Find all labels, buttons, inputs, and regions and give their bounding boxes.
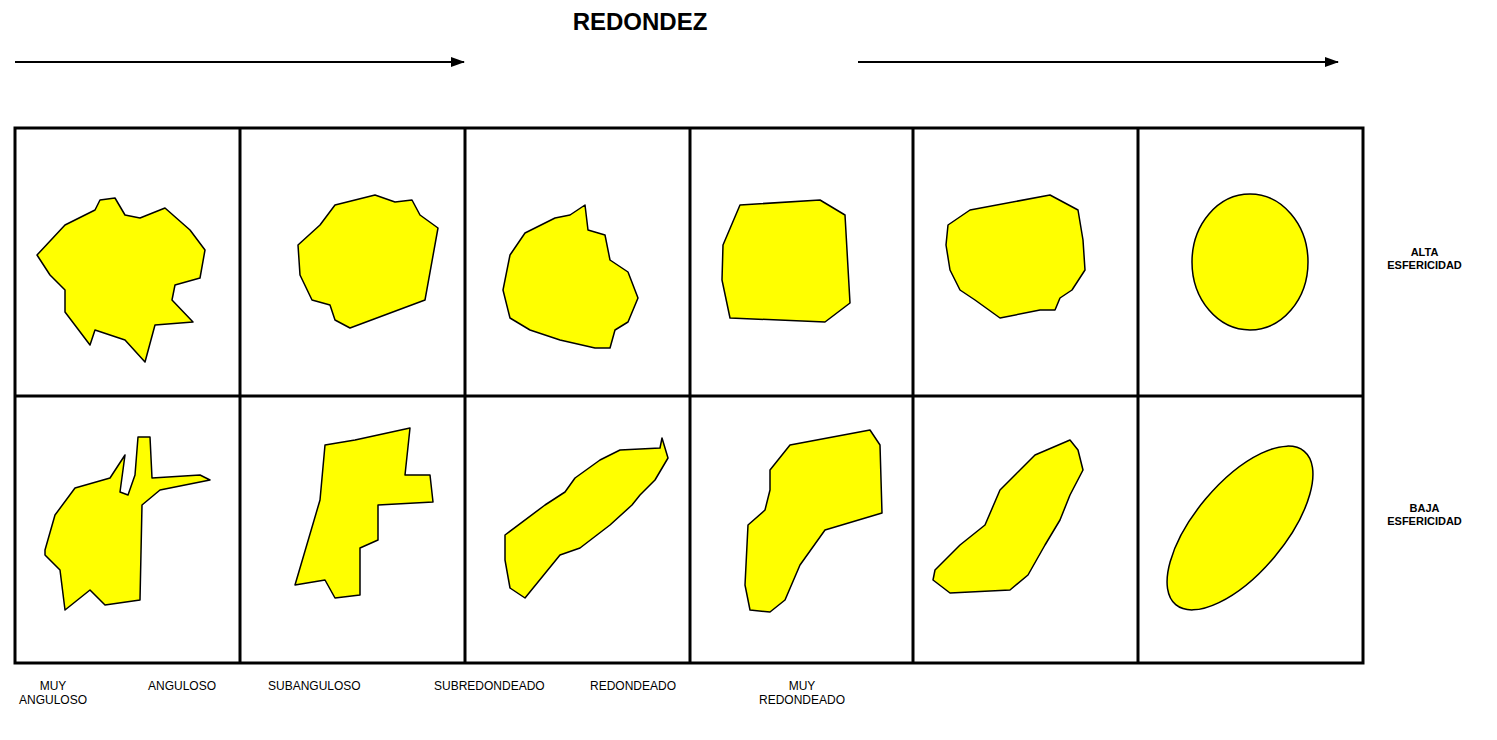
grid xyxy=(15,128,1363,663)
roundness-class: REDONDEADO xyxy=(590,680,676,694)
grain-subrounded-high xyxy=(722,200,850,322)
direction-arrows xyxy=(15,61,1338,63)
chart-title: REDONDEZ xyxy=(540,8,740,36)
arrow-left xyxy=(15,61,464,63)
grain-subangular-low xyxy=(505,438,668,598)
arrow-right xyxy=(858,61,1338,63)
grains xyxy=(37,194,1339,634)
grain-subrounded-low xyxy=(745,430,882,612)
grain-rounded-high xyxy=(946,195,1085,318)
grain-well-rounded-low xyxy=(1141,422,1339,633)
grid-col-line xyxy=(912,128,915,663)
roundness-class: ANGULOSO xyxy=(148,680,216,694)
grid-frame xyxy=(15,128,1363,663)
grain-angular-high xyxy=(298,195,438,328)
grain-angular-low xyxy=(295,428,433,598)
grain-rounded-low xyxy=(933,440,1083,593)
grain-very-angular-low xyxy=(45,437,210,610)
grid-col-line xyxy=(239,128,242,663)
roundness-class: SUBANGULOSO xyxy=(268,680,361,694)
sphericity-label: ALTA ESFERICIDAD xyxy=(1377,246,1472,271)
grid-col-line xyxy=(689,128,692,663)
grain-very-angular-high xyxy=(37,198,205,362)
grain-subangular-high xyxy=(503,205,638,348)
grid-col-line xyxy=(464,128,467,663)
roundness-class: SUBREDONDEADO xyxy=(434,680,545,694)
roundness-class: MUY ANGULOSO xyxy=(13,680,93,708)
sphericity-label: BAJA ESFERICIDAD xyxy=(1377,502,1472,527)
grid-col-line xyxy=(1137,128,1140,663)
grain-well-rounded-high xyxy=(1192,194,1308,330)
roundness-class: MUY REDONDEADO xyxy=(758,680,846,708)
